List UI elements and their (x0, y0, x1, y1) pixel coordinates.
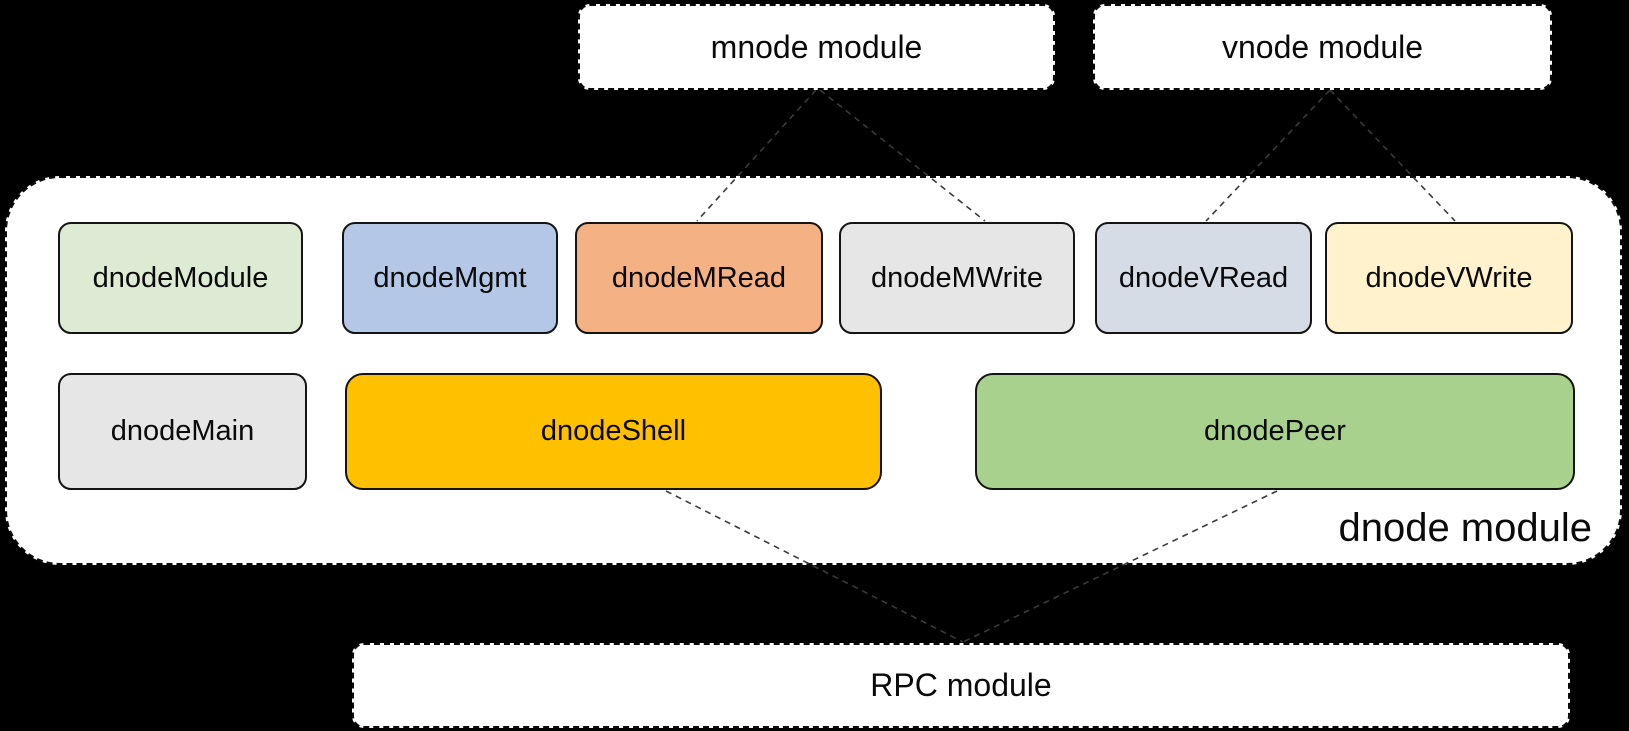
dnodeMain-box: dnodeMain (58, 373, 307, 490)
rpc-module-box: RPC module (352, 643, 1570, 728)
dnodeMRead-label: dnodeMRead (611, 261, 787, 294)
dnodeMain-label: dnodeMain (110, 415, 255, 447)
dnodePeer-label: dnodePeer (1204, 415, 1346, 447)
dnodeShell-box: dnodeShell (345, 373, 882, 490)
mnode-module-box: mnode module (578, 4, 1055, 90)
dnodeMgmt-box: dnodeMgmt (342, 222, 558, 334)
dnodeMWrite-box: dnodeMWrite (839, 222, 1075, 334)
dnode-module-label: dnode module (1338, 506, 1592, 550)
vnode-module-box: vnode module (1093, 4, 1552, 90)
dnodeMWrite-label: dnodeMWrite (871, 261, 1043, 294)
dnodeVWrite-label: dnodeVWrite (1365, 261, 1533, 294)
dnodeMgmt-label: dnodeMgmt (373, 261, 527, 294)
dnodeShell-label: dnodeShell (540, 415, 687, 447)
dnodePeer-box: dnodePeer (975, 373, 1575, 490)
dnodeVRead-box: dnodeVRead (1095, 222, 1312, 334)
dnodeModule-label: dnodeModule (92, 261, 269, 294)
mnode-module-label: mnode module (710, 28, 923, 65)
dnodeModule-box: dnodeModule (58, 222, 303, 334)
vnode-module-label: vnode module (1221, 28, 1424, 65)
dnodeVWrite-box: dnodeVWrite (1325, 222, 1573, 334)
rpc-module-label: RPC module (870, 667, 1052, 703)
dnodeVRead-label: dnodeVRead (1118, 261, 1289, 294)
dnodeMRead-box: dnodeMRead (575, 222, 823, 334)
